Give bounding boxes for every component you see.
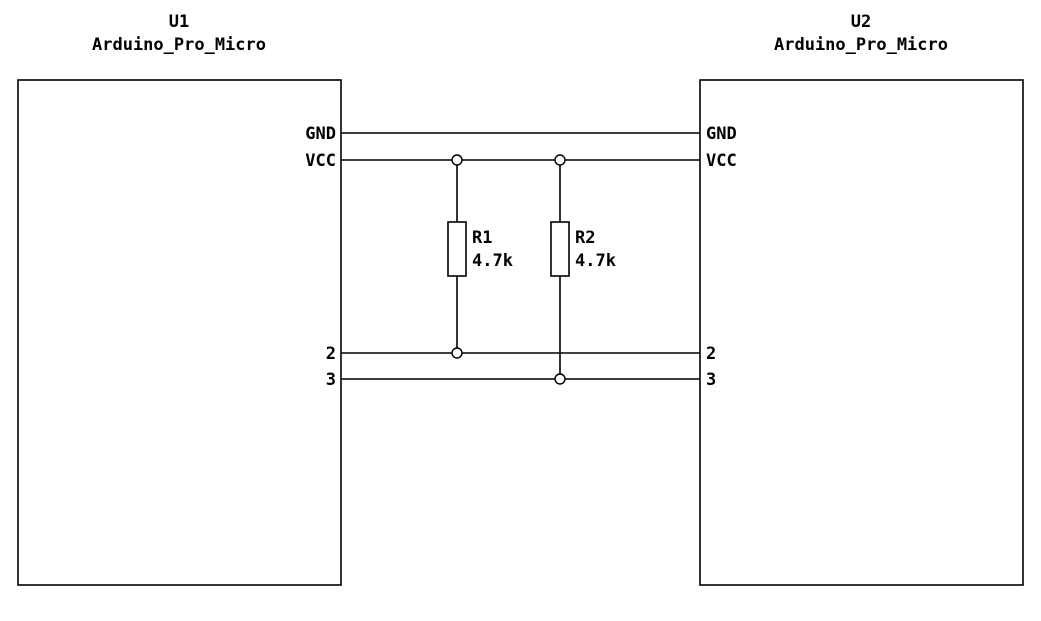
wires xyxy=(341,132,700,380)
connection-point-r2-net3 xyxy=(554,373,566,385)
component-u2-value: Arduino_Pro_Micro xyxy=(774,35,948,55)
resistor-r1-value: 4.7k xyxy=(472,251,513,271)
component-u2: U2 Arduino_Pro_Micro GND VCC 2 3 xyxy=(699,12,1024,586)
component-u2-body[interactable] xyxy=(699,79,1024,586)
component-u2-ref: U2 xyxy=(851,12,871,32)
component-u1-pin-2-label: 2 xyxy=(326,344,336,364)
component-u1-pin-gnd-label: GND xyxy=(305,124,336,144)
resistor-r2-value: 4.7k xyxy=(575,251,616,271)
component-u1-pin-vcc-label: VCC xyxy=(305,151,336,171)
component-u1-body[interactable] xyxy=(17,79,342,586)
component-u2-pin-gnd-label: GND xyxy=(706,124,737,144)
component-u1-ref: U1 xyxy=(169,12,189,32)
resistor-r2-body[interactable] xyxy=(550,221,570,277)
component-u2-pin-3-label: 3 xyxy=(706,370,716,390)
connection-point-r1-net2 xyxy=(451,347,463,359)
resistor-r1-ref: R1 xyxy=(472,228,492,248)
resistor-r1-body[interactable] xyxy=(447,221,467,277)
component-u2-pin-2-label: 2 xyxy=(706,344,716,364)
connection-point-r1-vcc xyxy=(451,154,463,166)
connection-points xyxy=(451,154,566,385)
component-u2-pin-vcc-label: VCC xyxy=(706,151,737,171)
connection-point-r2-vcc xyxy=(554,154,566,166)
component-u1-value: Arduino_Pro_Micro xyxy=(92,35,266,55)
resistor-r2: R2 4.7k xyxy=(550,221,616,277)
resistor-r1: R1 4.7k xyxy=(447,221,513,277)
component-u1: U1 Arduino_Pro_Micro GND VCC 2 3 xyxy=(17,12,342,586)
resistor-r2-ref: R2 xyxy=(575,228,595,248)
component-u1-pin-3-label: 3 xyxy=(326,370,336,390)
